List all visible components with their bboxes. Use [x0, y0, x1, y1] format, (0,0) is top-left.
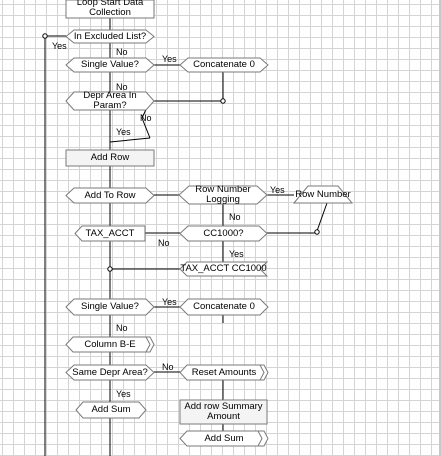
decision-single-value-1[interactable]: Single Value?	[65, 57, 155, 73]
decision-depr-area-in-param[interactable]: Depr Area In Param?	[65, 90, 155, 111]
decision-in-excluded-list-label: In Excluded List?	[73, 30, 147, 42]
decision-single-value-2[interactable]: Single Value?	[65, 298, 155, 316]
add-row-summary-amount-label: Add row Summary Amount	[184, 401, 263, 422]
label-no-single-value-2: No	[116, 323, 128, 333]
decision-cc1000-label: CC1000?	[203, 227, 244, 239]
label-yes-excluded: Yes	[52, 41, 67, 51]
add-sum-node-2[interactable]: Add Sum	[179, 430, 269, 447]
concatenate-0-label-b: Concatenate 0	[193, 301, 255, 312]
label-no-same-depr-area: No	[162, 362, 174, 372]
add-to-row-node[interactable]: Add To Row	[65, 187, 155, 204]
label-no-row-number: No	[229, 212, 241, 222]
loop-start-node[interactable]: Loop Start Data Collection	[65, 0, 155, 19]
row-number-label: Row Number	[295, 188, 351, 200]
reset-amounts-label: Reset Amounts	[191, 366, 257, 378]
add-row-node[interactable]: Add Row	[65, 149, 155, 167]
decision-single-value-1-label: Single Value?	[81, 59, 139, 70]
decision-same-depr-area[interactable]: Same Depr Area?	[65, 364, 155, 381]
label-yes-depr-area: Yes	[116, 127, 131, 137]
label-no-cc1000: No	[158, 238, 170, 248]
label-no-excluded: No	[116, 47, 128, 57]
tax-acct-cc1000-node[interactable]: TAX_ACCT CC1000	[179, 261, 269, 277]
tax-acct-label: TAX_ACCT	[85, 227, 135, 239]
add-sum-label-2: Add Sum	[204, 432, 244, 444]
decision-same-depr-area-label: Same Depr Area?	[72, 366, 148, 378]
concatenate-0-node-a[interactable]: Concatenate 0	[179, 57, 269, 73]
label-yes-single-value-1: Yes	[162, 54, 177, 64]
canvas-right-edge	[439, 0, 441, 456]
concatenate-0-label-a: Concatenate 0	[193, 59, 255, 70]
decision-single-value-2-label: Single Value?	[81, 301, 139, 312]
add-row-summary-amount-node[interactable]: Add row Summary Amount	[179, 399, 268, 425]
loop-start-label: Loop Start Data Collection	[76, 0, 144, 18]
label-yes-cc1000: Yes	[229, 249, 244, 259]
add-to-row-label: Add To Row	[84, 189, 136, 201]
add-row-label: Add Row	[90, 152, 130, 163]
label-yes-row-number: Yes	[270, 185, 285, 195]
reset-amounts-node[interactable]: Reset Amounts	[179, 364, 269, 381]
decision-cc1000[interactable]: CC1000?	[179, 225, 268, 242]
label-no-single-value-1: No	[116, 82, 128, 92]
add-sum-label-1: Add Sum	[91, 404, 131, 415]
tax-acct-node[interactable]: TAX_ACCT	[74, 225, 146, 242]
decision-in-excluded-list[interactable]: In Excluded List?	[65, 29, 155, 44]
tax-acct-cc1000-label: TAX_ACCT CC1000	[180, 263, 267, 274]
decision-row-number-logging-label: Row Number Logging	[195, 184, 251, 205]
add-sum-node-1[interactable]: Add Sum	[75, 401, 147, 419]
label-yes-single-value-2: Yes	[162, 297, 177, 307]
column-b-e-label: Column B-E	[84, 338, 136, 350]
concatenate-0-node-b[interactable]: Concatenate 0	[179, 298, 269, 316]
decision-depr-area-in-param-label: Depr Area In Param?	[83, 90, 137, 111]
column-b-e-node[interactable]: Column B-E	[65, 336, 155, 353]
label-no-depr-area: No	[140, 113, 152, 123]
label-yes-same-depr-area: Yes	[116, 389, 131, 399]
decision-row-number-logging[interactable]: Row Number Logging	[178, 184, 268, 205]
row-number-node[interactable]: Row Number	[292, 185, 354, 204]
